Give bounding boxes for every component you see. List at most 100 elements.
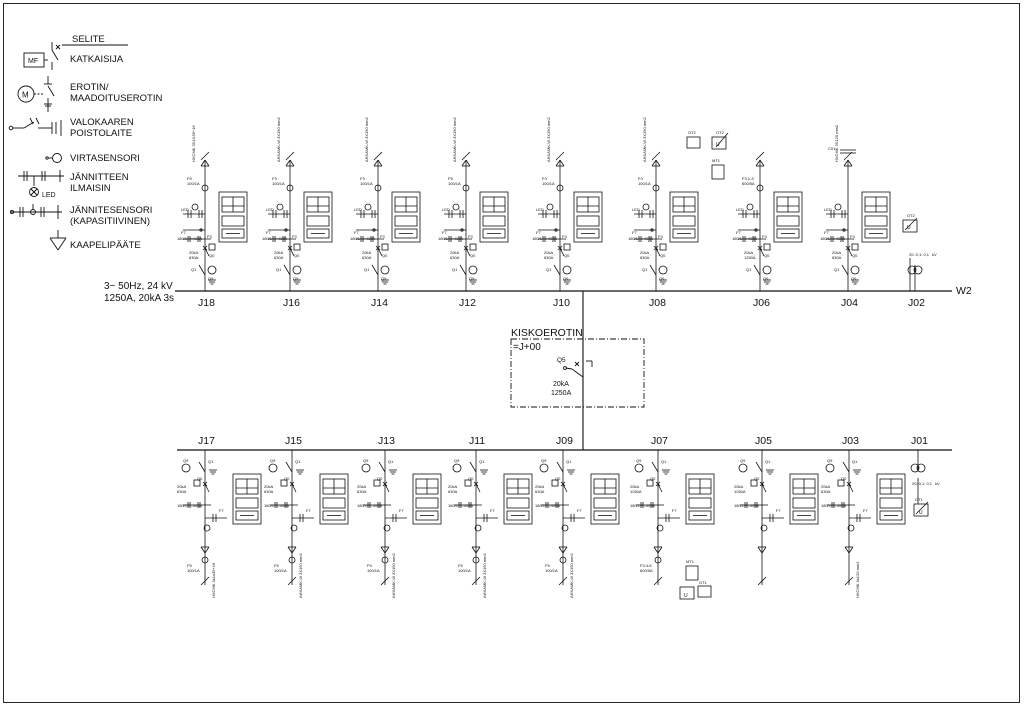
q9-label: Q9: [454, 458, 460, 463]
feeder-id: J06: [753, 297, 770, 309]
q1-motor: [850, 265, 860, 275]
feeder-id: J03: [842, 435, 859, 447]
led-lamp: [474, 524, 482, 532]
feeder-id: J01: [911, 435, 928, 447]
led-label: LED: [736, 207, 744, 212]
q0-breaker: [562, 483, 568, 493]
vt-coil: [907, 265, 917, 275]
q0-label: Q0: [197, 476, 203, 481]
q1-label: Q1: [746, 267, 752, 272]
protection-relay: [789, 473, 819, 525]
ct-sensor: [462, 184, 470, 192]
led-label: LED: [442, 207, 450, 212]
cable-label: AHXAMK-W 3X150 mm2: [391, 553, 396, 598]
q1-label: Q1: [661, 459, 667, 464]
led-lamp: [760, 524, 768, 532]
ct-rating: 600/5A: [640, 568, 653, 573]
q1-label: Q1: [295, 459, 301, 464]
cable-end-left: [287, 546, 293, 554]
q0-current: 630A: [264, 489, 274, 494]
ct-rating: 100/1A: [542, 181, 555, 186]
protection-relay: [391, 191, 421, 243]
cable-end-left: [200, 546, 206, 554]
relay-indicator: [322, 510, 346, 521]
q1-motor: [452, 463, 462, 473]
ct-rating: 100/1A: [187, 181, 200, 186]
breaker-cross: [202, 245, 208, 251]
breaker-cross: [289, 481, 295, 487]
q0-current: 630A: [535, 489, 545, 494]
q9-label: Q9: [381, 276, 387, 281]
ct-rating: 100/1A: [638, 181, 651, 186]
cable-end-right: [655, 159, 661, 167]
cable-end-right: [848, 546, 854, 554]
cable-label: AHXAMK-W 3X150 mm2: [276, 117, 281, 162]
breaker-cross: [473, 481, 479, 487]
ot1-label: OT1: [915, 497, 924, 502]
f7-label: F7: [266, 230, 271, 235]
q0-breaker: [761, 483, 767, 493]
q0-rating: 20kA: [734, 484, 743, 489]
relay-keypad: [415, 497, 439, 509]
led-lamp: [834, 203, 842, 211]
u-label: U: [684, 593, 688, 599]
legend-arc-1: VALOKAAREN: [70, 117, 134, 128]
feeder-j05: [738, 450, 819, 586]
sensor-label: 180/1+/=400A: [438, 236, 463, 241]
ct-label: F5: [367, 563, 372, 568]
q0-label: Q0: [852, 253, 858, 258]
cable-arrow: [844, 576, 854, 586]
cable-arrow: [558, 576, 568, 586]
relay-keypad: [576, 215, 600, 227]
ct-sensor: [286, 184, 294, 192]
cable-arrow: [651, 151, 661, 161]
feeder-j02: [902, 217, 923, 291]
ct-sensor: [654, 556, 662, 564]
cable-arrow: [471, 576, 481, 586]
supply-rating-2: 1250A, 20kA 3s: [104, 293, 174, 304]
q0-breaker: [465, 247, 471, 257]
q0-breaker: [847, 247, 853, 257]
q9-label: Q9: [363, 458, 369, 463]
f3-label: F3: [762, 234, 767, 239]
legend-cable-end: KAAPELIPÄÄTE: [70, 240, 141, 251]
cable-end-right: [657, 546, 663, 554]
q9-label: Q9: [208, 276, 214, 281]
protection-relay: [669, 191, 699, 243]
f7-label: F7: [354, 230, 359, 235]
ct-sensor: [559, 556, 567, 564]
q0-breaker: [559, 247, 565, 257]
cable-end-left: [844, 546, 850, 554]
sensor-label: 180/1+/=400A: [535, 503, 560, 508]
cable-end-right: [291, 546, 297, 554]
feeder-id: J13: [378, 435, 395, 447]
legend-motor-label: M: [22, 91, 29, 100]
feeder-id: J08: [649, 297, 666, 309]
protection-relay: [319, 473, 349, 525]
ct-sensor: [652, 184, 660, 192]
q0-label: Q0: [470, 253, 476, 258]
q0-current: 630A: [640, 255, 650, 260]
cable-end-right: [377, 159, 383, 167]
led-label: LED: [354, 207, 362, 212]
breaker-cross: [846, 481, 852, 487]
q9-label: Q9: [659, 276, 665, 281]
led-label: LED: [266, 207, 274, 212]
led-symbol: [29, 187, 39, 197]
u-label: U: [919, 510, 923, 516]
breaker-cross: [382, 481, 388, 487]
ct-label: F3.1-3: [742, 176, 754, 181]
legend-mf-label: MF: [28, 58, 38, 65]
q0-label: Q0: [294, 253, 300, 258]
f3-label: F3: [380, 234, 385, 239]
bus-text: 3~ 50Hz, 24 kV 1250A, 20kA 3s W2 KISKOER…: [104, 281, 972, 397]
q1-contact: [371, 264, 379, 276]
coupler-device: Q5: [557, 357, 566, 364]
c01-label: C01: [828, 146, 836, 151]
relay-indicator: [879, 510, 903, 521]
cable-label: HXCMK 3X120 mm2: [834, 124, 839, 162]
feeder-j08: [634, 132, 729, 291]
sensor-label: 180/1+/=400A: [262, 236, 287, 241]
legend-led: LED: [42, 192, 56, 199]
